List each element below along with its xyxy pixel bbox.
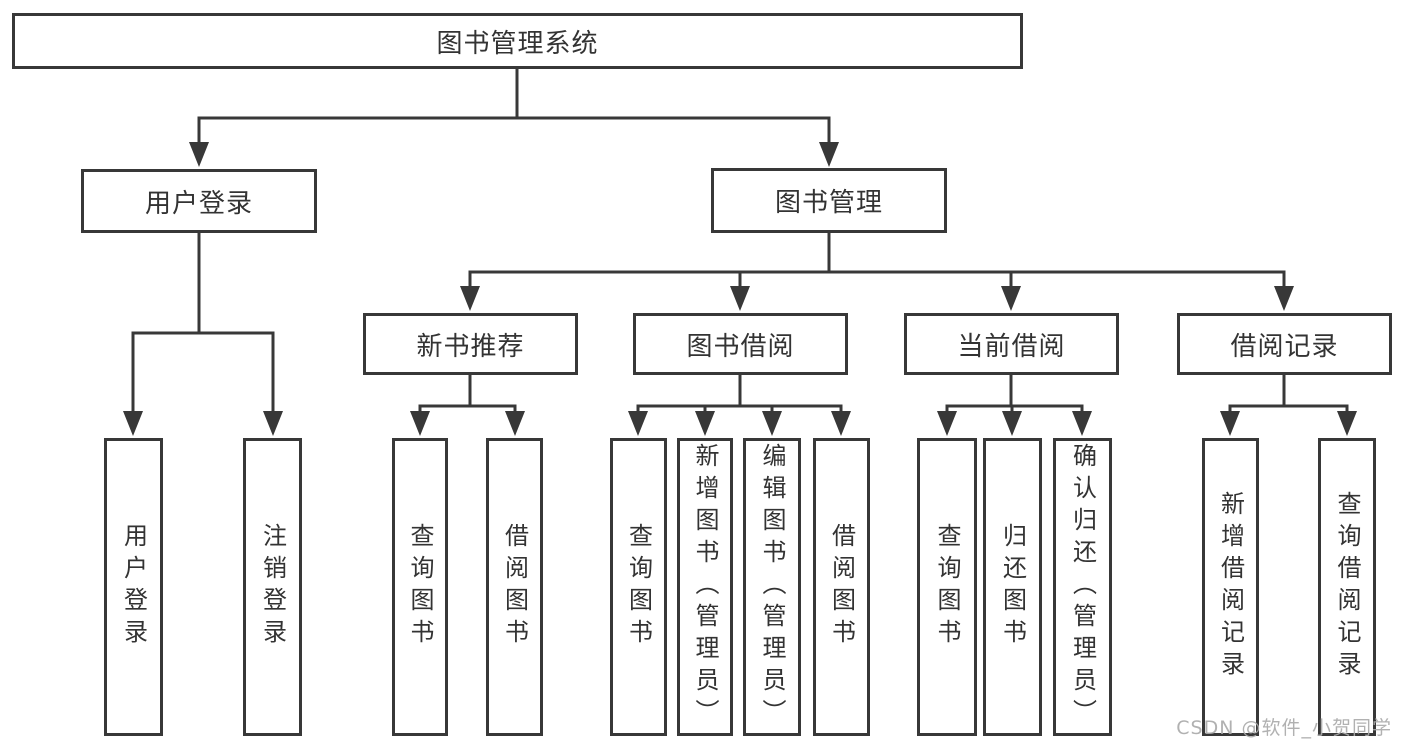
leaf-logout: 注销登录 [243,438,302,736]
leaf-query-borrow-record: 查询借阅记录 [1318,438,1376,736]
leaf-user-login: 用户登录 [104,438,163,736]
node-label: 图书管理系统 [436,28,599,59]
node-label: 图书管理 [774,188,883,218]
leaf-return-book: 归还图书 [983,438,1042,736]
node-book-borrowing: 图书借阅 [633,313,848,375]
leaf-query-books-recommendation: 查询图书 [392,438,448,736]
arrowhead-icons [123,142,1357,436]
node-label: 当前借阅 [957,331,1066,362]
node-label: 新增借阅记录 [1216,491,1245,683]
node-label: 用户登录 [119,523,148,651]
leaf-edit-book-admin: 编辑图书（管理员） [743,438,801,736]
node-user-login: 用户登录 [81,169,317,233]
node-borrowing-records: 借阅记录 [1177,313,1392,375]
leaf-query-books-borrowing: 查询图书 [610,438,667,736]
node-book-management: 图书管理 [711,168,947,233]
leaf-add-borrow-record: 新增借阅记录 [1202,438,1259,736]
leaf-add-book-admin: 新增图书（管理员） [677,438,733,736]
watermark: CSDN @软件_小贺同学 [1176,717,1392,739]
node-label: 借阅记录 [1230,331,1339,362]
node-label: 用户登录 [144,188,253,219]
node-label: 确认归还（管理员） [1068,443,1097,731]
node-label: 借阅图书 [827,523,856,651]
node-label: 新书推荐 [416,331,525,362]
node-label: 注销登录 [258,523,287,651]
node-label: 归还图书 [998,523,1027,651]
node-label: 查询图书 [624,523,653,651]
node-library-management-system: 图书管理系统 [12,13,1023,69]
leaf-query-books-current: 查询图书 [917,438,977,736]
node-label: 新增图书（管理员） [691,443,719,731]
leaf-borrow-books-recommendation: 借阅图书 [486,438,543,736]
node-label: 查询图书 [933,523,961,651]
node-label: 查询图书 [406,523,434,651]
leaf-confirm-return-admin: 确认归还（管理员） [1053,438,1112,736]
node-new-book-recommendation: 新书推荐 [363,313,578,375]
node-label: 借阅图书 [500,523,529,651]
node-label: 编辑图书（管理员） [758,443,786,731]
node-current-borrowing: 当前借阅 [904,313,1119,375]
leaf-borrow-books-borrowing: 借阅图书 [813,438,870,736]
node-label: 查询借阅记录 [1333,491,1361,683]
node-label: 图书借阅 [686,331,795,362]
